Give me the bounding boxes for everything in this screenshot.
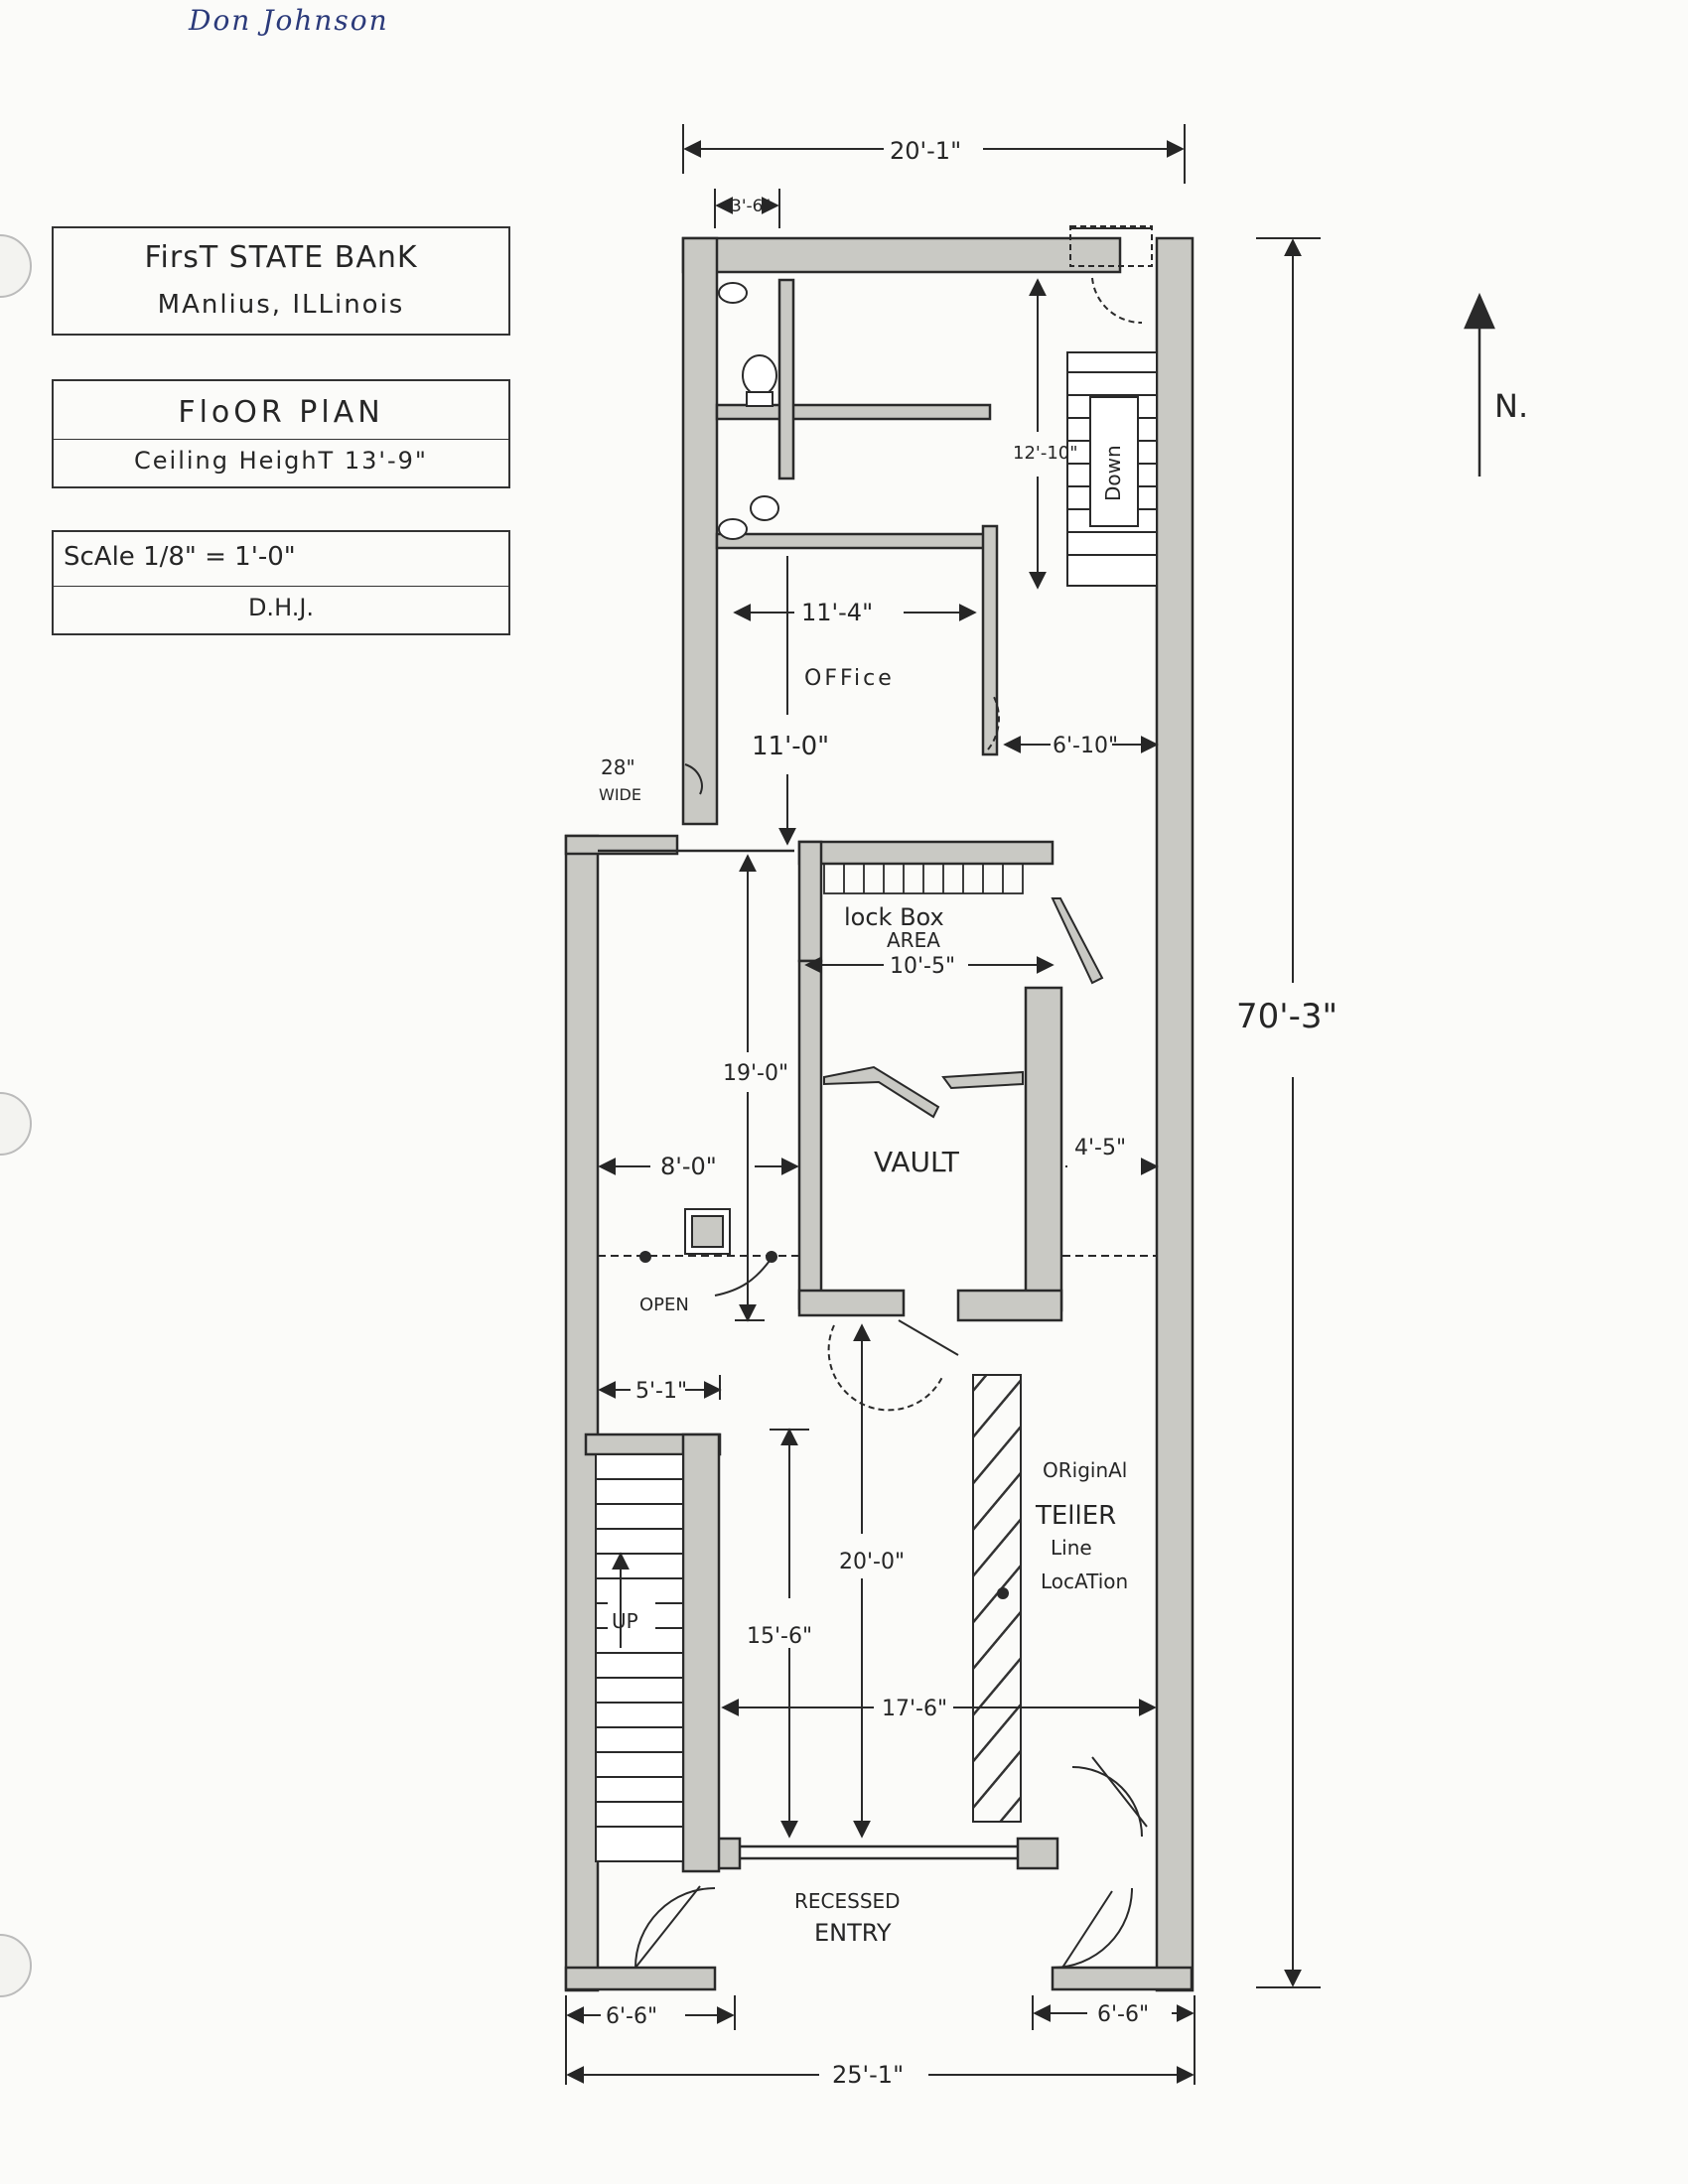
dim-top-width: 20'-1" (890, 137, 961, 165)
dim-top-small: 3'-6" (731, 197, 771, 216)
dim-office-width: 11'-4" (801, 599, 873, 626)
dimension-lines (565, 124, 1321, 2085)
scale-divider (54, 586, 508, 587)
plan-title-box: FloOR PlAN Ceiling HeighT 13'-9" (52, 379, 510, 488)
dim-stair-length: 12'-10" (1013, 443, 1078, 464)
partition-line (598, 763, 1157, 1297)
building-location: MAnlius, ILLinois (157, 290, 405, 320)
front-window (598, 849, 1018, 1860)
teller-line (972, 1374, 1022, 1823)
wall-office-2 (715, 532, 987, 550)
room-office: OFFice (804, 666, 895, 691)
dim-front-width: 17'-6" (882, 1697, 947, 1721)
wall-entry-right (1016, 1837, 1059, 1870)
teller-label-line2: TEllER (1035, 1501, 1116, 1531)
open-label: OPEN (639, 1295, 689, 1315)
author-signature: Don Johnson (189, 4, 389, 37)
dim-overall-length: 70'-3" (1236, 997, 1337, 1036)
wall-vault-left (797, 959, 823, 1310)
building-name-box: FirsT STATE BAnK MAnlius, ILLinois (52, 226, 510, 336)
room-lockbox-line1: lock Box (844, 903, 944, 931)
north-label: N. (1494, 387, 1528, 425)
wall-front-left (564, 834, 600, 1992)
plumbing-fixtures (718, 282, 779, 540)
room-recessed-line1: RECESSED (794, 1889, 901, 1913)
dim-middle-depth: 19'-0" (723, 1061, 788, 1086)
toilet-1 (742, 354, 777, 396)
door-width-line1: 28" (601, 755, 635, 779)
wall-rear (681, 236, 1122, 274)
dim-bottom-width: 25'-1" (832, 2061, 904, 2089)
wall-front-bottom-right (1051, 1966, 1194, 1991)
dim-hall-width: 6'-10" (1053, 734, 1118, 758)
drawn-by: D.H.J. (247, 594, 315, 621)
dim-office-depth: 11'-0" (752, 732, 829, 761)
wall-office-1 (715, 403, 992, 421)
wall-mid-cross (564, 834, 679, 856)
wall-right (1155, 236, 1195, 1992)
toilet-2 (750, 495, 779, 521)
title-divider (54, 439, 508, 440)
dim-front-depth: 20'-0" (839, 1550, 905, 1574)
room-vault: VAULT (874, 1146, 960, 1178)
plan-title: FloOR PlAN (178, 395, 384, 430)
dim-bottom-right: 6'-6" (1097, 2002, 1149, 2027)
teller-label-line1: ORiginAl (1043, 1458, 1127, 1482)
wall-stair-box-right (681, 1433, 721, 1873)
wall-rear-left (681, 236, 719, 826)
wall-office-east (981, 524, 999, 756)
door-width-line2: WIDE (599, 785, 641, 804)
wall-lockbox-top (797, 840, 1055, 866)
vault-details (823, 897, 1104, 1119)
doors (634, 277, 1148, 1969)
teller-label-line3: Line (1051, 1536, 1092, 1560)
wall-vault-bottom-left (797, 1289, 906, 1317)
building-name: FirsT STATE BAnK (144, 240, 418, 275)
dim-left-room-width: 8'-0" (660, 1153, 717, 1180)
north-arrow (1464, 292, 1495, 477)
teller-line-marker (997, 1587, 1009, 1599)
wall-vault-bottom-right (956, 1289, 1063, 1322)
dim-lockbox-width: 10'-5" (890, 954, 955, 979)
teller-label-line4: LocATion (1041, 1570, 1128, 1593)
dim-stair-offset: 5'-1" (635, 1379, 687, 1404)
room-recessed-line2: ENTRY (814, 1919, 892, 1947)
ceiling-height: Ceiling HeighT 13'-9" (134, 447, 428, 475)
sink-2 (718, 518, 748, 540)
scale-box: ScAle 1/8" = 1'-0" D.H.J. (52, 530, 510, 635)
scale-note: ScAle 1/8" = 1'-0" (64, 542, 296, 572)
wall-front-bottom-left (564, 1966, 717, 1991)
dim-vault-side: 4'-5" (1074, 1136, 1126, 1160)
dim-stair-run: 15'-6" (747, 1624, 812, 1649)
stair-down (1066, 351, 1158, 587)
stair-down-label: Down (1101, 445, 1125, 501)
wall-lockbox-left (797, 840, 823, 963)
lock-boxes (823, 863, 1024, 894)
stair-up (595, 1453, 684, 1862)
stair-up-label: UP (612, 1609, 638, 1633)
wall-vault-right (1024, 986, 1063, 1312)
wall-bath-divider (777, 278, 795, 480)
sink-1 (718, 282, 748, 304)
hallway-edge (1069, 225, 1153, 267)
dim-bottom-left: 6'-6" (606, 2004, 657, 2029)
building-walls (564, 236, 1195, 1992)
room-lockbox-line2: AREA (887, 928, 940, 952)
